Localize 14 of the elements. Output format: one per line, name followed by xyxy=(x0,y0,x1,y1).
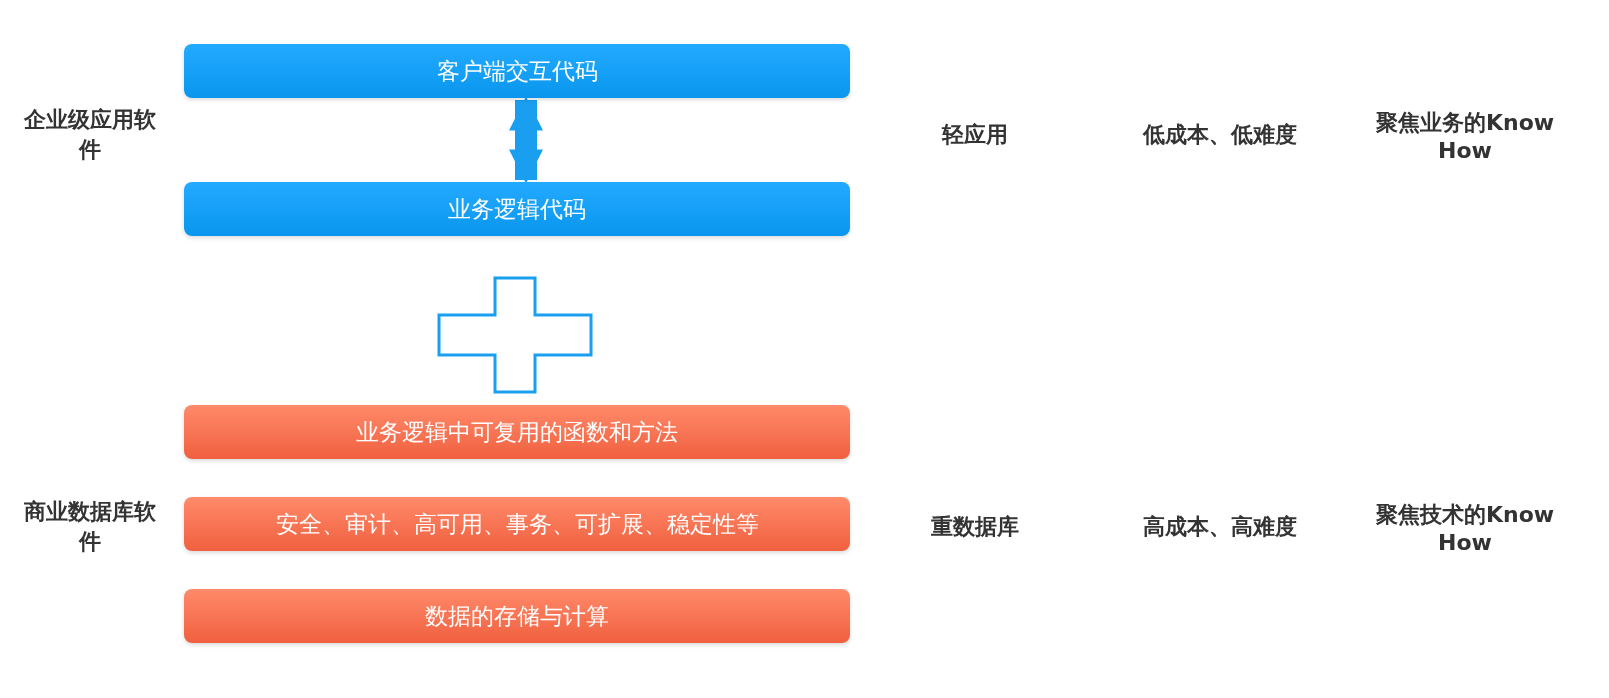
process-box: 安全、审计、高可用、事务、可扩展、稳定性等 xyxy=(184,497,850,551)
row-label: 聚焦业务的Know How xyxy=(1374,108,1556,163)
process-box: 客户端交互代码 xyxy=(184,44,850,98)
row-label: 低成本、低难度 xyxy=(1143,121,1297,149)
process-box: 数据的存储与计算 xyxy=(184,589,850,643)
double-arrow xyxy=(509,96,543,184)
row-label: 聚焦技术的Know How xyxy=(1374,500,1556,555)
row-label: 轻应用 xyxy=(942,121,1008,149)
process-box: 业务逻辑中可复用的函数和方法 xyxy=(184,405,850,459)
row-label: 重数据库 xyxy=(931,513,1019,541)
process-box: 业务逻辑代码 xyxy=(184,182,850,236)
row-label: 商业数据库软件 xyxy=(23,498,157,556)
row-label: 企业级应用软件 xyxy=(23,106,157,164)
row-label: 高成本、高难度 xyxy=(1143,513,1297,541)
